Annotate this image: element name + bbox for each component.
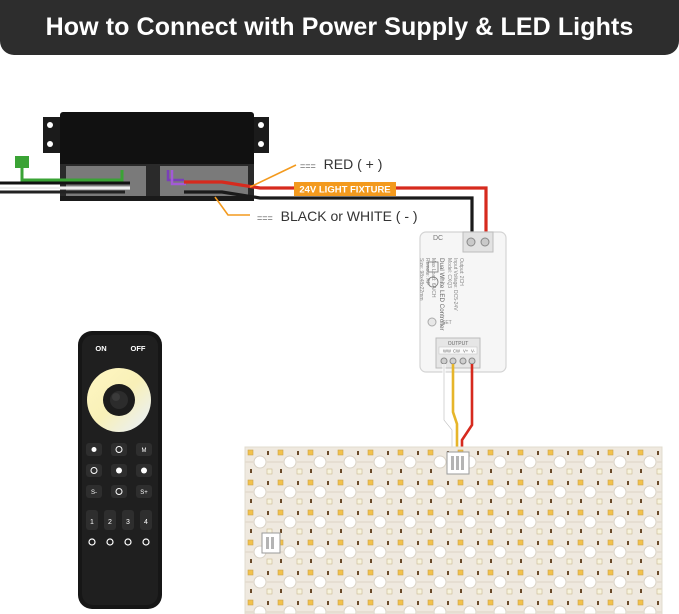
zone-off-icon (88, 538, 96, 546)
yellow-wire (451, 364, 459, 455)
svg-text:Model: CXQ3: Model: CXQ3 (446, 258, 452, 288)
zone-3-button[interactable]: 3 (126, 519, 130, 526)
zone-2-button[interactable]: 2 (108, 519, 112, 526)
input-terminal (462, 231, 494, 253)
black-wire (184, 190, 474, 235)
remote-button[interactable] (86, 485, 102, 498)
rohs-icon (427, 261, 439, 273)
fixture-tag-label: 24V LIGHT FIXTURE (299, 185, 390, 196)
remote-button[interactable] (136, 485, 152, 498)
mode-icon (90, 467, 98, 474)
zone-1-button[interactable]: 1 (90, 519, 94, 526)
svg-text:SET: SET (442, 320, 452, 326)
led-strip-panel (244, 446, 663, 614)
svg-text:V+: V+ (463, 349, 469, 354)
ground-connector-icon (15, 156, 29, 168)
led-controller: DC Dual White LED Controller Model: CXQ3… (418, 231, 507, 373)
fixture-tag (294, 182, 396, 196)
remote-button[interactable] (111, 443, 127, 456)
set-button[interactable] (427, 317, 437, 327)
power-supply (0, 112, 269, 201)
svg-text:Max Load: 6A/CH: Max Load: 6A/CH (430, 258, 436, 298)
remote-button[interactable] (86, 464, 102, 477)
strip-red-wire (460, 364, 474, 455)
svg-text:V-: V- (471, 349, 476, 354)
cct-icon (115, 446, 123, 453)
led-strip (245, 447, 662, 614)
ground-wire (20, 158, 124, 182)
svg-text:Size: 98x48x22mm: Size: 98x48x22mm (418, 258, 424, 301)
ce-icon (427, 276, 439, 288)
on-off-icon (116, 467, 122, 474)
svg-text:WW: WW (443, 349, 451, 354)
remote-control: ON OFF M S- S+ (78, 331, 162, 609)
speed-up-button[interactable]: S+ (140, 490, 148, 496)
svg-text:M: M (142, 448, 147, 454)
red-wire (184, 180, 488, 235)
svg-text:Output: 2CH: Output: 2CH (458, 258, 464, 286)
power-supply-body (60, 112, 254, 168)
remote-button[interactable] (136, 443, 152, 456)
off-button[interactable]: OFF (131, 344, 146, 353)
svg-text:Input Voltage: DC5-24V: Input Voltage: DC5-24V (452, 258, 458, 311)
zone-off-icon (106, 538, 114, 546)
svg-text:OUTPUT: OUTPUT (448, 341, 469, 347)
svg-text:CW: CW (453, 349, 460, 354)
brightness-icon (91, 447, 97, 452)
svg-text:Remote: RF: Remote: RF (424, 258, 430, 285)
zone-off-icon (142, 538, 150, 546)
header-banner: How to Connect with Power Supply & LED L… (0, 0, 679, 55)
speed-down-button[interactable]: S- (91, 490, 97, 496)
zone-4-button[interactable]: 4 (144, 519, 148, 526)
black-label: === BLACK or WHITE ( - ) (257, 208, 418, 224)
wiring-diagram: === RED ( + ) === BLACK or WHITE ( - ) 2… (0, 112, 663, 614)
svg-text:DC: DC (433, 235, 443, 242)
zone-off-icon (124, 538, 132, 546)
red-label: === RED ( + ) (300, 156, 382, 172)
on-button[interactable]: ON (95, 344, 106, 353)
page-title: How to Connect with Power Supply & LED L… (45, 13, 634, 41)
remote-button[interactable] (111, 485, 127, 498)
controller-title: Dual White LED Controller (438, 258, 445, 331)
